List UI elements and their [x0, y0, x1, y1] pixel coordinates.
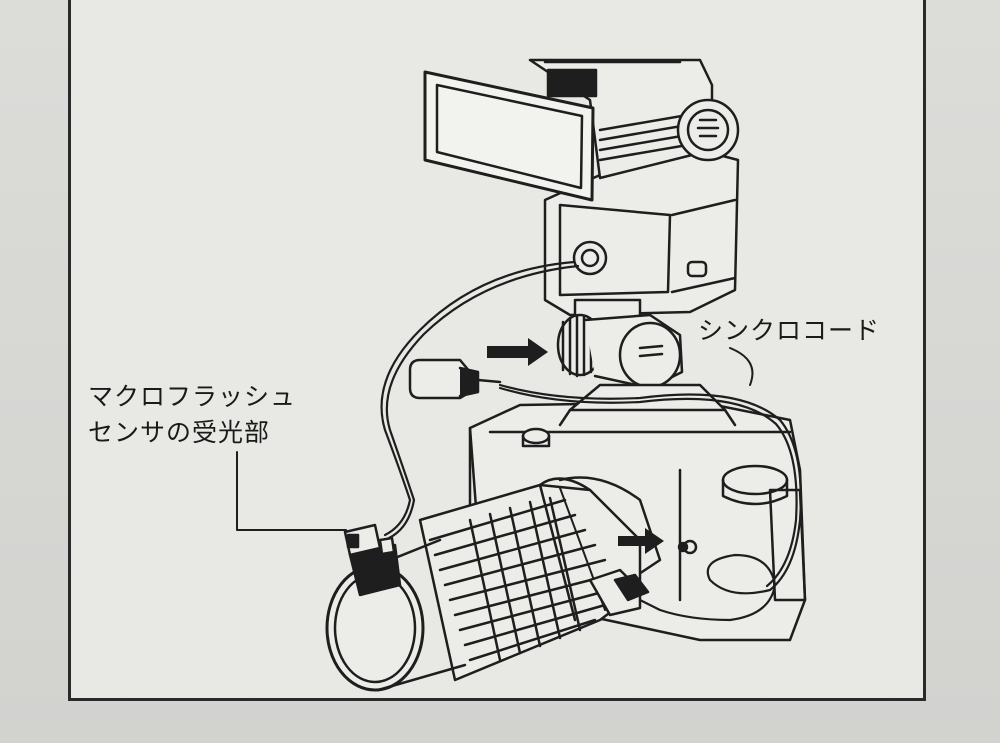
sync-cords	[380, 260, 802, 622]
loose-sync-plug	[408, 358, 502, 400]
arrow-to-sync-socket	[618, 528, 664, 554]
sync-cord-label: シンクロコード	[698, 316, 881, 345]
arrow-to-shoe	[487, 338, 548, 366]
leader-lines	[236, 347, 754, 531]
sensor-label-line2: センサの受光部	[88, 418, 271, 447]
sensor-label-line1: マクロフラッシュ	[88, 382, 297, 411]
macro-flash-sensor	[343, 523, 402, 597]
direction-arrows	[487, 338, 664, 554]
flash-unit	[423, 58, 740, 332]
